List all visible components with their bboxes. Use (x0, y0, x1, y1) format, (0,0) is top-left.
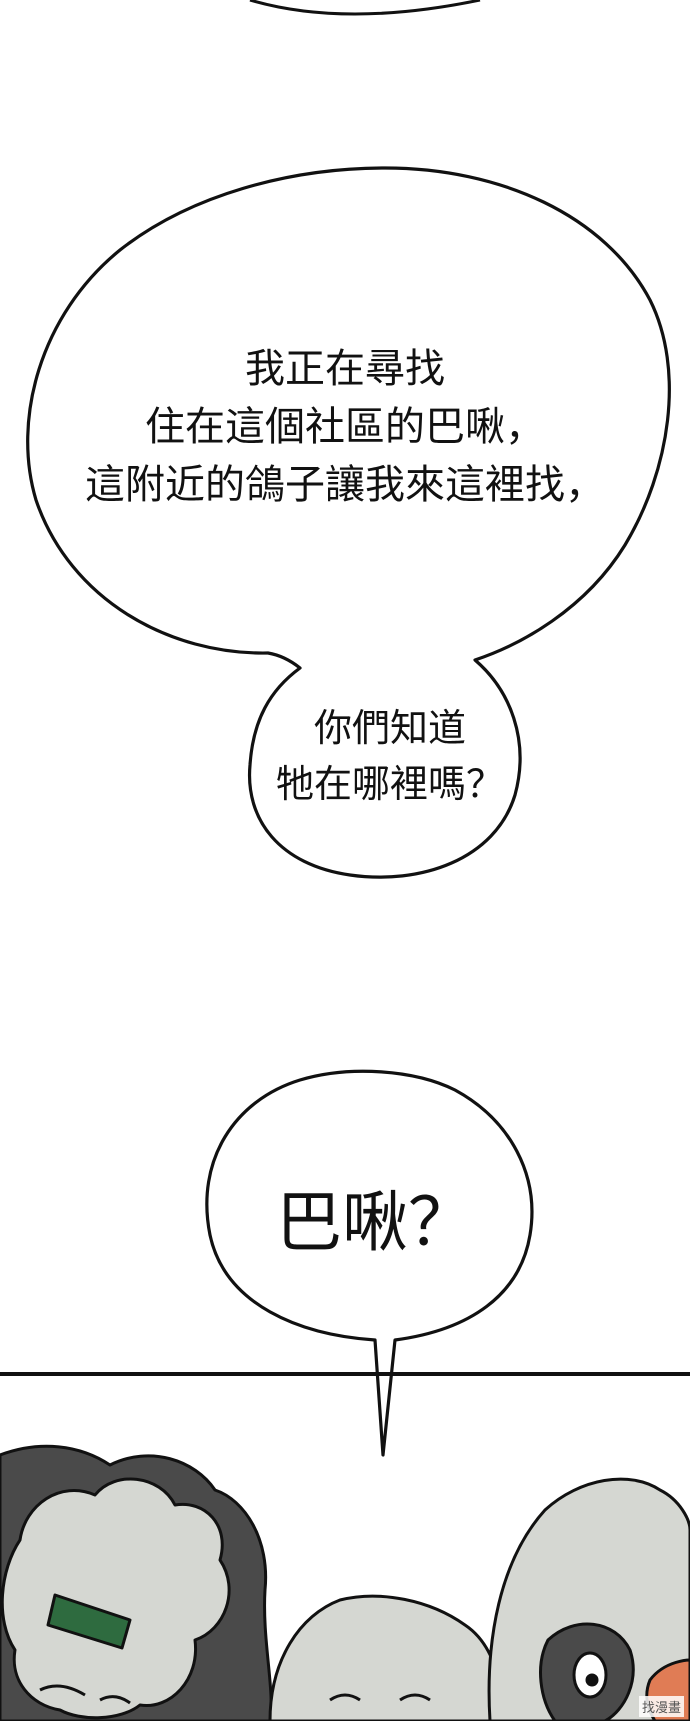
pigeon-right (487, 1477, 690, 1721)
pigeon-right-pupil (585, 1673, 599, 1687)
bachu-speech-text: 巴啾？ (276, 1184, 474, 1261)
main-speech-text: 我正在尋找 住在這個社區的巴啾， 這附近的鴿子讓我來這裡找， (85, 346, 605, 508)
main-speech-bubble (26, 166, 671, 879)
pigeon-left-band (46, 1593, 132, 1650)
pigeon-middle (268, 1594, 503, 1721)
pigeon-middle-eyes (329, 1693, 431, 1702)
pigeon-left-head (0, 1477, 231, 1720)
top-bubble-edge (249, 0, 481, 16)
pigeon-left-face (39, 1684, 131, 1705)
question-speech-text: 你們知道 牠在哪裡嗎？ (275, 706, 504, 806)
pigeon-group (0, 1444, 690, 1721)
watermark: 找漫畫 (638, 1696, 684, 1717)
bachu-speech-bubble (205, 1069, 534, 1457)
